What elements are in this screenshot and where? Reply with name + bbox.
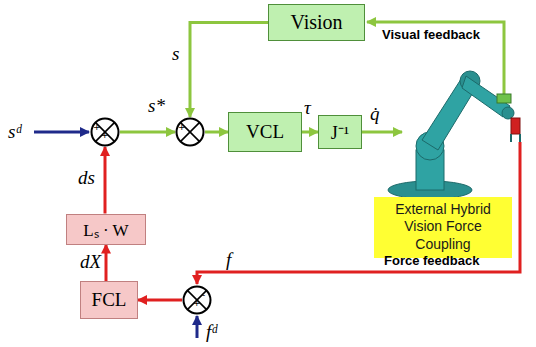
box-label: VCL bbox=[246, 121, 284, 143]
signal-label: ds bbox=[78, 168, 95, 187]
signal-connector bbox=[120, 131, 175, 134]
signal-connector bbox=[104, 147, 107, 214]
signal-label: sᵈ bbox=[8, 122, 21, 141]
signal-connector bbox=[190, 23, 268, 118]
summing-junction: + bbox=[175, 117, 205, 147]
junction-symbol bbox=[175, 117, 205, 147]
sign-label: + bbox=[101, 131, 109, 140]
force-reference-arrow bbox=[196, 316, 199, 338]
signal-label: q̇ bbox=[370, 104, 380, 123]
signal-label: dX bbox=[80, 252, 101, 271]
box-label: Lₛ · W bbox=[83, 218, 128, 241]
force-feedback-line bbox=[197, 142, 520, 284]
summing-junction: +- bbox=[182, 285, 212, 315]
visual-feedback-line bbox=[367, 22, 504, 94]
note-box: External Hybrid Vision Force Coupling bbox=[374, 197, 512, 258]
box-label: External Hybrid Vision Force Coupling bbox=[381, 201, 505, 254]
summing-junction: ++ bbox=[90, 117, 120, 147]
process-box: FCL bbox=[80, 281, 138, 319]
signal-label: s* bbox=[148, 96, 165, 115]
reference-arrow bbox=[34, 131, 89, 134]
robot-arm bbox=[388, 71, 520, 199]
process-box: J⁻¹ bbox=[318, 115, 362, 149]
signal-connector bbox=[205, 131, 228, 134]
box-label: J⁻¹ bbox=[331, 120, 349, 144]
sign-label: + bbox=[178, 123, 186, 132]
feedback-label: Visual feedback bbox=[382, 28, 480, 41]
process-box: Vision bbox=[268, 4, 365, 41]
box-label: FCL bbox=[92, 289, 127, 311]
process-box: Lₛ · W bbox=[66, 214, 146, 245]
signal-label: fᵈ bbox=[206, 322, 217, 341]
feedback-label: Force feedback bbox=[384, 254, 479, 267]
process-box: VCL bbox=[228, 112, 302, 152]
sign-label: - bbox=[202, 291, 205, 300]
box-label: Vision bbox=[290, 11, 342, 34]
joint-velocity-arrow bbox=[362, 131, 402, 134]
signal-label: τ bbox=[304, 98, 311, 117]
signal-connector bbox=[138, 299, 182, 302]
sign-label: + bbox=[93, 123, 101, 132]
sign-label: + bbox=[193, 299, 201, 308]
signal-label: f bbox=[226, 250, 231, 269]
signal-connector bbox=[302, 131, 318, 134]
signal-label: s bbox=[172, 44, 179, 63]
signal-connector bbox=[105, 245, 108, 282]
